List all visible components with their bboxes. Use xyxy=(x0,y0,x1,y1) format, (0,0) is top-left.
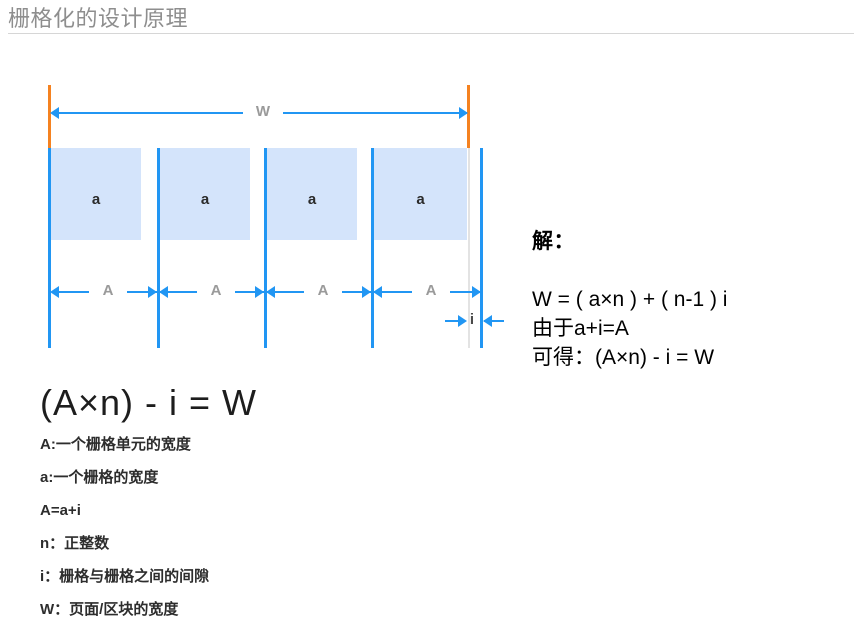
solution-line-1: W = ( a×n ) + ( n-1 ) i xyxy=(532,288,728,311)
solution-block: 解： W = ( a×n ) + ( n-1 ) i 由于a+i=A 可得：(A… xyxy=(532,225,852,372)
right-edge-guide-gray xyxy=(468,148,470,348)
unit-arrow-left-4 xyxy=(373,286,382,298)
right-edge-marker-orange xyxy=(467,85,470,148)
gutter-dimension-line-left xyxy=(445,320,465,322)
legend-item: A:一个栅格单元的宽度 xyxy=(40,436,191,453)
left-edge-guide-blue xyxy=(48,148,51,348)
width-arrow-right xyxy=(459,107,468,119)
title-divider xyxy=(8,33,854,34)
unit-dimension-label-4: A xyxy=(412,283,450,299)
unit-arrow-left-3 xyxy=(266,286,275,298)
grid-column-label: a xyxy=(416,191,425,208)
grid-column-2: a xyxy=(160,148,250,240)
grid-column-1: a xyxy=(51,148,141,240)
main-formula: (A×n) - i = W xyxy=(40,382,258,423)
width-dimension-label: W xyxy=(243,104,283,120)
grid-column-label: a xyxy=(307,191,317,208)
legend-list: A:一个栅格单元的宽度 a:一个栅格的宽度 A=a+i n：正整数 i：栅格与栅… xyxy=(40,436,470,618)
legend-item: n：正整数 xyxy=(40,535,110,552)
legend-item: A=a+i xyxy=(40,502,81,519)
grid-column-4: a xyxy=(374,148,467,240)
column-guide-line-2 xyxy=(264,148,267,348)
solution-line-2: 由于a+i=A xyxy=(532,317,629,340)
left-edge-marker-orange xyxy=(48,85,51,148)
grid-column-label: a xyxy=(91,191,101,208)
gutter-dimension-line-right xyxy=(484,320,504,322)
unit-arrow-right-3 xyxy=(362,286,371,298)
column-guide-line-1 xyxy=(157,148,160,348)
unit-arrow-right-1 xyxy=(148,286,157,298)
grid-principle-diagram: W a a a a A A A A i xyxy=(0,0,520,370)
gutter-dimension-label: i xyxy=(469,311,475,328)
formula-block: (A×n) - i = W A:一个栅格单元的宽度 a:一个栅格的宽度 A=a+… xyxy=(40,382,470,634)
unit-arrow-right-2 xyxy=(255,286,264,298)
solution-heading: 解： xyxy=(532,230,575,253)
width-arrow-left xyxy=(50,107,59,119)
unit-arrow-left-1 xyxy=(50,286,59,298)
legend-item: W：页面/区块的宽度 xyxy=(40,601,179,618)
legend-item: a:一个栅格的宽度 xyxy=(40,469,159,486)
page-title: 栅格化的设计原理 xyxy=(8,6,189,31)
gutter-arrow-right xyxy=(458,315,467,327)
unit-arrow-right-4 xyxy=(472,286,481,298)
unit-dimension-label-2: A xyxy=(197,283,235,299)
solution-line-3: 可得：(A×n) - i = W xyxy=(532,346,715,369)
unit-dimension-label-3: A xyxy=(304,283,342,299)
unit-arrow-left-2 xyxy=(159,286,168,298)
grid-column-label: a xyxy=(200,191,210,208)
column-guide-line-3 xyxy=(371,148,374,348)
gutter-arrow-left xyxy=(483,315,492,327)
outer-right-guide-line xyxy=(480,148,483,348)
grid-column-3: a xyxy=(267,148,357,240)
legend-item: i：栅格与栅格之间的间隙 xyxy=(40,568,210,585)
unit-dimension-label-1: A xyxy=(89,283,127,299)
